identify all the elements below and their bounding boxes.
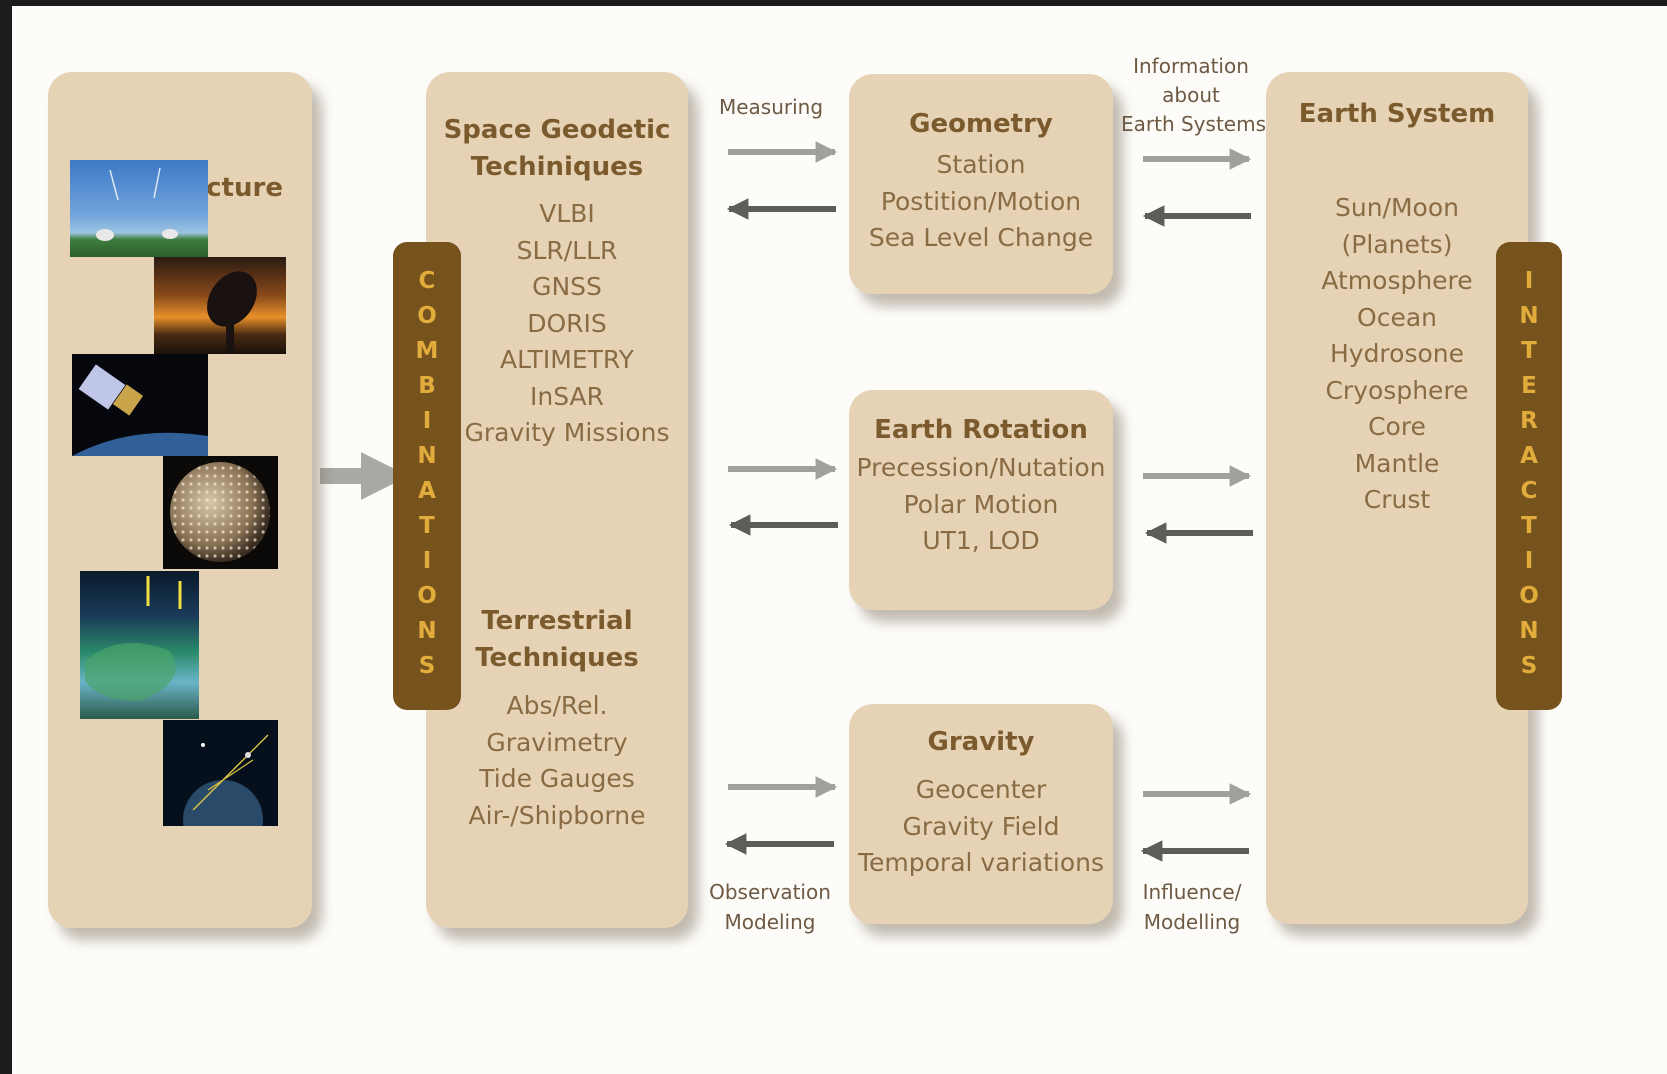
system-cryosphere: Cryosphere xyxy=(1325,375,1469,405)
system-atmosphere: Atmosphere xyxy=(1321,266,1473,295)
gravity-box: Gravity Geocenter Gravity Field Temporal… xyxy=(849,704,1113,924)
system-mantle: Mantle xyxy=(1354,448,1440,478)
influence-line-1: Influence/ xyxy=(1142,880,1242,904)
earth-rotation-list: Precession/Nutation Polar Motion UT1, LO… xyxy=(849,450,1113,560)
technique-insar: InSAR xyxy=(529,381,605,411)
satellite-orbit-photo xyxy=(163,720,278,826)
space-geodetic-list: VLBI SLR/LLR GNSS DORIS ALTIMETRY InSAR … xyxy=(446,196,688,452)
technique-gravity-missions: Gravity Missions xyxy=(464,418,670,447)
interactions-letter: R xyxy=(1520,408,1538,434)
influence-line-2: Modelling xyxy=(1143,910,1241,934)
interactions-letter: I xyxy=(1524,548,1534,574)
combinations-letter: O xyxy=(417,583,437,609)
combinations-letter: N xyxy=(417,443,437,469)
satellite-photo xyxy=(72,354,208,456)
radio-telescope-array-photo xyxy=(70,160,208,257)
observation-modeling-label: Observation Modeling xyxy=(704,877,836,937)
combinations-letter: B xyxy=(418,373,436,399)
observation-line-1: Observation xyxy=(709,880,831,904)
gravity-geocenter: Geocenter xyxy=(915,775,1047,804)
interactions-letter: O xyxy=(1519,583,1539,609)
information-line-2: about xyxy=(1162,83,1220,107)
system-ocean: Ocean xyxy=(1357,302,1437,332)
terrestrial-title-line-2: Techniques xyxy=(475,643,639,673)
rotation-polar-motion: Polar Motion xyxy=(903,489,1059,519)
rotation-precession: Precession/Nutation xyxy=(856,453,1106,482)
gravity-temporal: Temporal variations xyxy=(858,848,1104,877)
earth-rotation-title: Earth Rotation xyxy=(874,415,1088,445)
geometry-list: Station Postition/Motion Sea Level Chang… xyxy=(849,147,1113,257)
gravity-field: Gravity Field xyxy=(902,811,1060,841)
interactions-letter: I xyxy=(1524,268,1534,294)
system-crust: Crust xyxy=(1363,485,1431,514)
interactions-letter: N xyxy=(1519,303,1539,329)
terrestrial-gravimetry: Gravimetry xyxy=(486,727,628,757)
space-geodetic-title-line-1: Space Geodetic xyxy=(443,115,671,145)
influence-modelling-label: Influence/ Modelling xyxy=(1132,877,1252,937)
interactions-letter: T xyxy=(1521,513,1537,539)
terrestrial-list: Abs/Rel. Gravimetry Tide Gauges Air-/Shi… xyxy=(426,688,688,834)
terrestrial-tide-gauges: Tide Gauges xyxy=(479,764,635,793)
geometry-position-motion: Postition/Motion xyxy=(880,186,1082,216)
diagram-canvas: Infrastructure xyxy=(12,6,1667,1074)
interactions-letter: T xyxy=(1521,338,1537,364)
system-hydrosone: Hydrosone xyxy=(1329,339,1465,368)
earth-system-title: Earth System xyxy=(1298,99,1496,129)
geometry-station: Station xyxy=(936,150,1026,179)
combinations-letter: I xyxy=(422,548,432,574)
combinations-letter: N xyxy=(417,618,437,644)
interactions-letter: E xyxy=(1521,373,1537,399)
space-geodetic-title: Space Geodetic Techiniques xyxy=(426,112,688,186)
terrestrial-title: Terrestrial Techniques xyxy=(426,603,688,677)
satellite-dish-sunset-photo xyxy=(154,257,286,354)
system-sun-moon: Sun/Moon xyxy=(1335,193,1459,222)
observation-line-2: Modeling xyxy=(724,910,816,934)
information-line-3: Earth Systems xyxy=(1121,112,1266,136)
terrestrial-air-shipborne: Air-/Shipborne xyxy=(468,800,646,830)
combinations-letter: C xyxy=(418,268,436,294)
measuring-label: Measuring xyxy=(718,95,824,119)
system-planets: (Planets) xyxy=(1341,229,1453,259)
gravity-list: Geocenter Gravity Field Temporal variati… xyxy=(849,772,1113,882)
information-label: Information about Earth Systems xyxy=(1121,52,1266,139)
information-line-1: Information xyxy=(1133,54,1249,78)
earth-system-panel: Earth System Sun/Moon (Planets) Atmosphe… xyxy=(1266,72,1528,924)
technique-slr-llr: SLR/LLR xyxy=(516,235,618,265)
combinations-letter: O xyxy=(417,303,437,329)
geometry-box: Geometry Station Postition/Motion Sea Le… xyxy=(849,74,1113,294)
space-geodetic-title-line-2: Techiniques xyxy=(470,152,644,182)
gravity-title: Gravity xyxy=(927,727,1035,757)
gravity-model-photo xyxy=(80,571,199,719)
techniques-panel: Space Geodetic Techiniques VLBI SLR/LLR … xyxy=(426,72,688,928)
reflector-sphere-photo xyxy=(163,456,278,569)
arrows-layer xyxy=(320,141,1253,862)
earth-system-list: Sun/Moon (Planets) Atmosphere Ocean Hydr… xyxy=(1266,190,1528,519)
technique-doris: DORIS xyxy=(527,308,607,338)
combinations-letter: T xyxy=(419,513,435,539)
rotation-ut1-lod: UT1, LOD xyxy=(922,526,1040,555)
interactions-letter: N xyxy=(1519,618,1539,644)
combinations-letter: A xyxy=(418,478,436,504)
combinations-letter: S xyxy=(418,653,436,679)
interactions-letter: S xyxy=(1520,653,1538,679)
geometry-title: Geometry xyxy=(909,109,1053,139)
combinations-letter: M xyxy=(415,338,439,364)
interactions-letter: C xyxy=(1520,478,1538,504)
technique-vlbi: VLBI xyxy=(539,199,595,228)
combinations-letter: I xyxy=(422,408,432,434)
earth-rotation-box: Earth Rotation Precession/Nutation Polar… xyxy=(849,390,1113,610)
technique-gnss: GNSS xyxy=(532,272,602,301)
system-core: Core xyxy=(1368,412,1426,441)
geometry-sea-level: Sea Level Change xyxy=(868,223,1094,252)
technique-altimetry: ALTIMETRY xyxy=(500,345,634,374)
terrestrial-title-line-1: Terrestrial xyxy=(481,606,633,636)
interactions-letter: A xyxy=(1520,443,1538,469)
terrestrial-abs-rel: Abs/Rel. xyxy=(506,691,608,720)
